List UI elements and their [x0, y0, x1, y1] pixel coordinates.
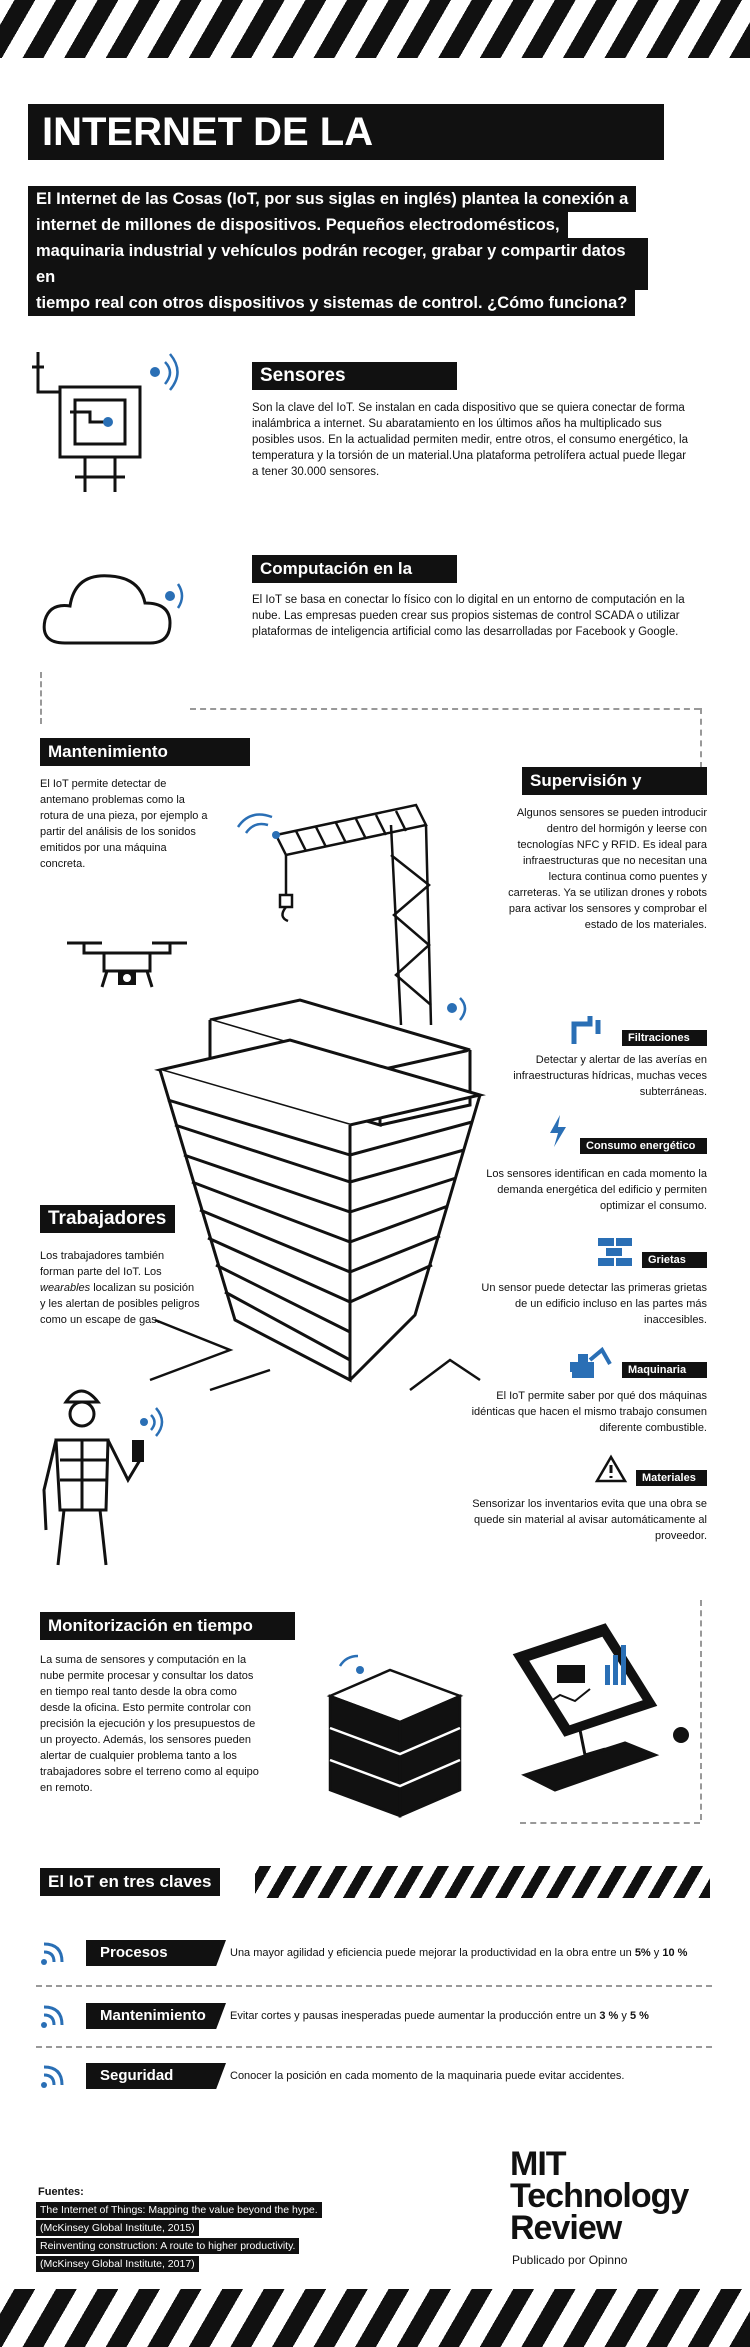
brand-line: Review	[510, 2209, 622, 2247]
brand-logo: MIT Technology Review	[510, 2145, 710, 2247]
intro-block: El Internet de las Cosas (IoT, por sus s…	[28, 186, 648, 316]
brand-subtitle: Publicado por Opinno	[512, 2253, 628, 2267]
materiales-text: Sensorizar los inventarios evita que una…	[472, 1498, 707, 1542]
claves-value: 3 %	[599, 2010, 619, 2022]
brand-line: Technology	[510, 2177, 689, 2215]
monitorizacion-text: La suma de sensores y computación en la …	[40, 1654, 259, 1794]
fuentes-line: (McKinsey Global Institute, 2015)	[36, 2220, 199, 2236]
connector-line	[40, 672, 42, 724]
claves-value: 10 %	[662, 1947, 688, 1959]
sensor-device-icon	[32, 352, 179, 492]
claves-key-procesos: Procesos	[86, 1940, 226, 1966]
connector-line	[520, 1822, 700, 1824]
connector-line	[700, 708, 702, 768]
pipe-icon	[571, 1016, 601, 1044]
claves-key-mantenimiento: Mantenimiento	[86, 2003, 226, 2029]
trabajadores-title: Trabajadores	[40, 1205, 175, 1233]
wifi-icon	[41, 2065, 64, 2088]
trabajadores-text-b: localizan su posición y les alertan de p…	[40, 1282, 200, 1326]
grietas-title: Grietas	[642, 1252, 707, 1268]
bottom-stripes	[0, 2289, 750, 2347]
sensores-text: Son la clave del IoT. Se instalan en cad…	[252, 402, 688, 478]
cloud-icon	[42, 574, 184, 645]
intro-line: maquinaria industrial y vehículos podrán…	[28, 238, 648, 290]
claves-title: El IoT en tres claves	[40, 1868, 220, 1896]
lightning-icon	[550, 1115, 566, 1147]
top-stripes	[0, 0, 750, 58]
computer-icon	[512, 1623, 689, 1792]
intro-line: El Internet de las Cosas (IoT, por sus s…	[28, 186, 637, 212]
computacion-title: Computación en la nube	[252, 555, 457, 606]
mantenimiento-text: El IoT permite detectar de antemano prob…	[40, 778, 208, 870]
wifi-icon	[41, 2005, 64, 2028]
brand-line: MIT	[510, 2145, 567, 2183]
worker-icon	[42, 1389, 164, 1566]
fuentes-line: The Internet of Things: Mapping the valu…	[36, 2202, 322, 2218]
wifi-icon	[41, 1942, 64, 1965]
fuentes-line: Reinventing construction: A route to hig…	[36, 2238, 300, 2254]
warning-icon	[594, 1454, 628, 1483]
claves-row: Una mayor agilidad y eficiencia puede me…	[230, 1945, 730, 1961]
bricks-icon	[598, 1238, 632, 1266]
filtraciones-text: Detectar y alertar de las averías en inf…	[513, 1054, 707, 1098]
claves-connector: y	[653, 1947, 660, 1959]
sensores-title: Sensores	[252, 362, 457, 390]
maquinaria-text: El IoT permite saber por qué dos máquina…	[471, 1390, 707, 1434]
building-icon	[149, 997, 486, 1392]
claves-stripes	[255, 1866, 710, 1898]
claves-connector: y	[621, 2010, 627, 2022]
materiales-title: Materiales	[636, 1470, 707, 1486]
intro-line: internet de millones de dispositivos. Pe…	[28, 212, 568, 238]
fuentes-block: The Internet of Things: Mapping the valu…	[36, 2200, 336, 2272]
claves-row: Conocer la posición en cada momento de l…	[230, 2068, 730, 2084]
excavator-icon	[570, 1346, 612, 1378]
computacion-text: El IoT se basa en conectar lo físico con…	[252, 594, 685, 638]
supervision-text: Algunos sensores se pueden introducir de…	[508, 807, 707, 931]
supervision-title: Supervisión y control	[522, 767, 707, 818]
server-icon	[326, 1654, 464, 1818]
connector-line	[700, 1600, 702, 1820]
trabajadores-text: Los trabajadores también forman parte de…	[40, 1248, 200, 1328]
consumo-text: Los sensores identifican en cada momento…	[486, 1168, 707, 1212]
crane-icon	[236, 803, 433, 1026]
drone-icon	[67, 941, 187, 988]
consumo-title: Consumo energético	[580, 1138, 707, 1154]
trabajadores-text-em: wearables	[40, 1282, 91, 1294]
fuentes-line: (McKinsey Global Institute, 2017)	[36, 2256, 199, 2272]
divider	[36, 2046, 712, 2048]
claves-text: Evitar cortes y pausas inesperadas puede…	[230, 2010, 597, 2022]
mantenimiento-title: Mantenimiento predictivo	[40, 738, 250, 789]
monitorizacion-title: Monitorización en tiempo real	[40, 1612, 295, 1663]
connector-line	[190, 708, 700, 710]
claves-value: 5%	[634, 1947, 651, 1959]
claves-value: 5 %	[629, 2010, 649, 2022]
trabajadores-text-a: Los trabajadores también forman parte de…	[40, 1250, 165, 1278]
filtraciones-title: Filtraciones	[622, 1030, 707, 1046]
claves-text: Conocer la posición en cada momento de l…	[230, 2070, 625, 2082]
page-title: INTERNET DE LA CONSTRUCCIÓN	[28, 104, 664, 210]
intro-line: tiempo real con otros dispositivos y sis…	[28, 290, 636, 316]
fuentes-title: Fuentes:	[38, 2186, 84, 2198]
divider	[36, 1985, 712, 1987]
maquinaria-title: Maquinaria	[622, 1362, 707, 1378]
claves-row: Evitar cortes y pausas inesperadas puede…	[230, 2008, 730, 2024]
claves-text: Una mayor agilidad y eficiencia puede me…	[230, 1947, 632, 1959]
claves-key-seguridad: Seguridad	[86, 2063, 226, 2089]
grietas-text: Un sensor puede detectar las primeras gr…	[481, 1282, 707, 1326]
